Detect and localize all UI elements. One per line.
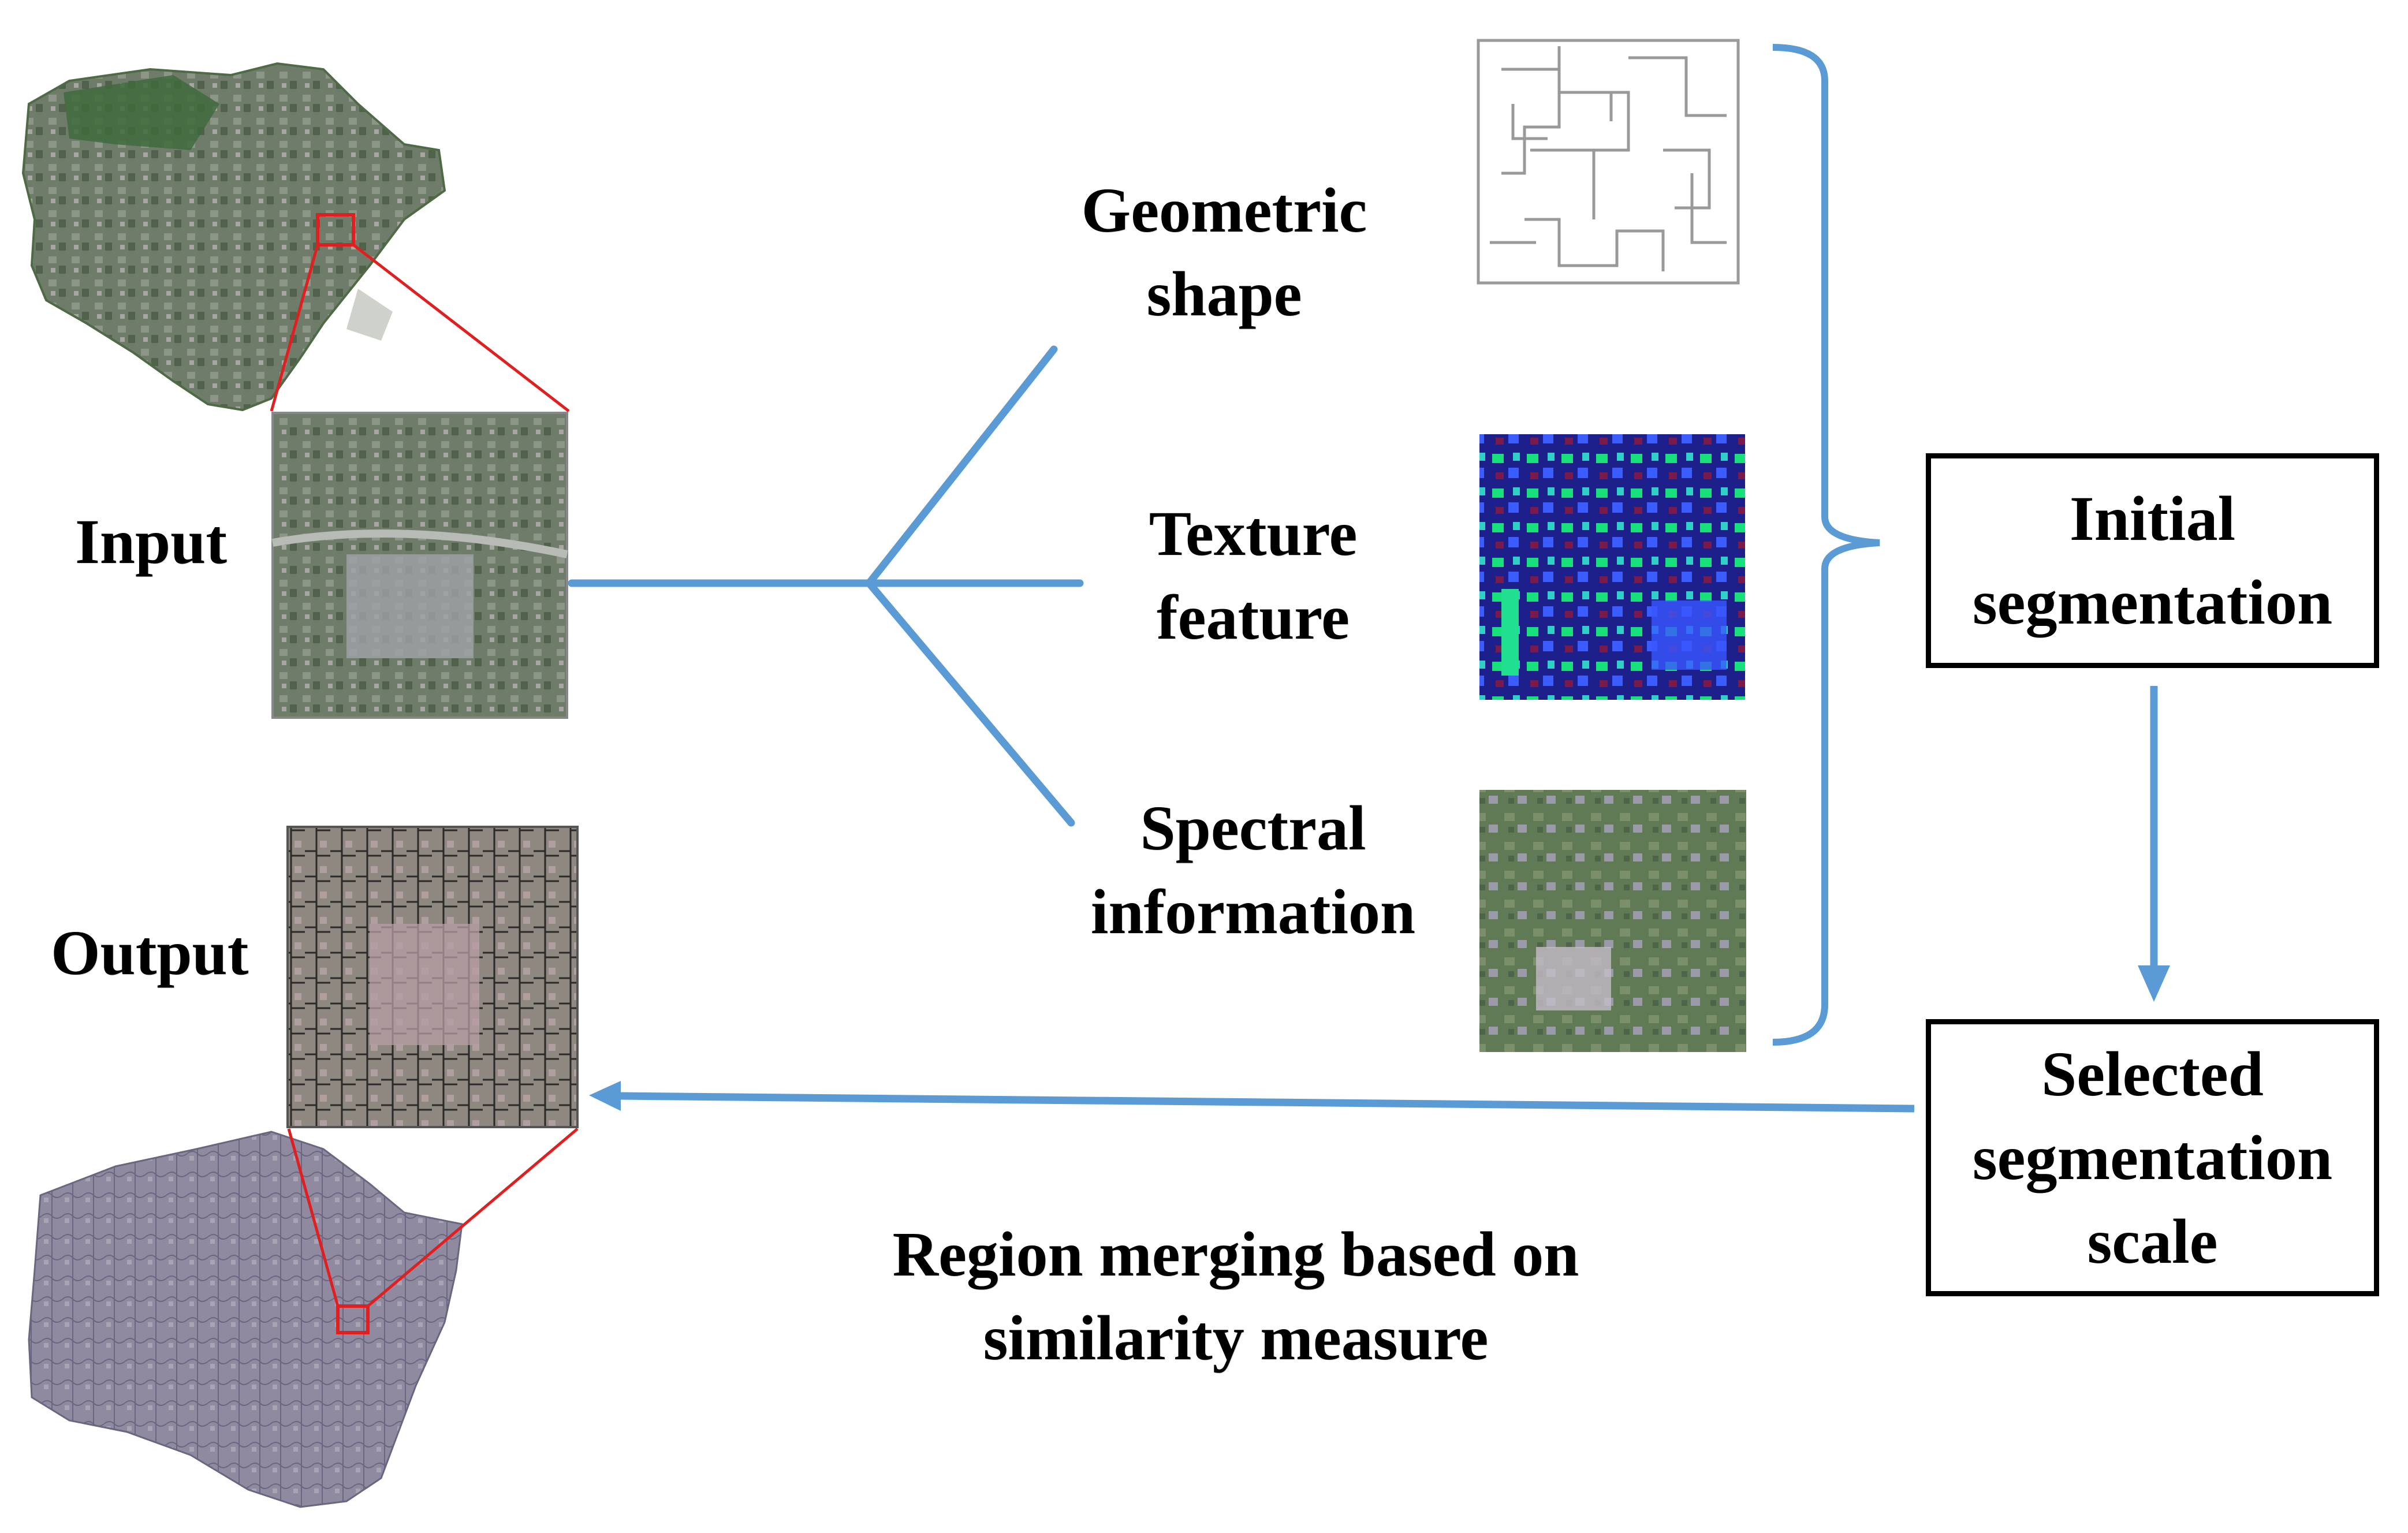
input-label: Input [75,506,227,577]
left-arrow-head [589,1081,621,1111]
region-merging-label: Region merging based on similarity measu… [774,1213,1698,1380]
texture-feature-label: Texture feature [1057,492,1449,659]
down-arrow-head [2138,965,2170,1002]
spectral-information-label: Spectral information [1057,786,1449,954]
zoom-line-left-top [270,244,319,412]
region-label-line1: Region merging based on [892,1219,1579,1289]
left-arrow-shaft [617,1092,1915,1113]
initial-box-line2: segmentation [1972,567,2333,637]
spectral-information-image [1479,790,1746,1052]
zoom-line-left-bottom [287,1128,340,1307]
geometric-label-line1: Geometric [1081,175,1367,245]
spectral-label-line1: Spectral [1140,793,1366,863]
input-full-map [21,62,446,412]
geometric-shape-label: Geometric shape [1028,169,1421,336]
region-label-line2: similarity measure [983,1303,1489,1373]
geometric-shape-image [1475,33,1741,288]
selected-box-line2: segmentation [1972,1122,2333,1193]
output-label: Output [51,917,249,988]
output-zoom-marker [336,1304,370,1334]
grouping-brace [1772,44,1880,1046]
texture-label-line1: Texture [1149,498,1358,569]
branch-lines [568,345,1084,827]
texture-label-line2: feature [1157,582,1350,652]
selected-box-line3: scale [2087,1206,2218,1277]
selected-box-line1: Selected [2041,1038,2264,1109]
output-full-map [28,1131,463,1508]
selected-segmentation-scale-box: Selected segmentation scale [1926,1019,2379,1296]
zoom-line-right-bottom [367,1128,579,1307]
initial-segmentation-box: Initial segmentation [1926,453,2379,668]
zoom-line-right-top [352,244,570,412]
input-zoom-marker [316,213,355,247]
texture-feature-image [1479,434,1745,700]
geometric-label-line2: shape [1146,259,1302,329]
spectral-label-line2: information [1090,876,1416,947]
initial-box-line1: Initial [2069,483,2236,554]
